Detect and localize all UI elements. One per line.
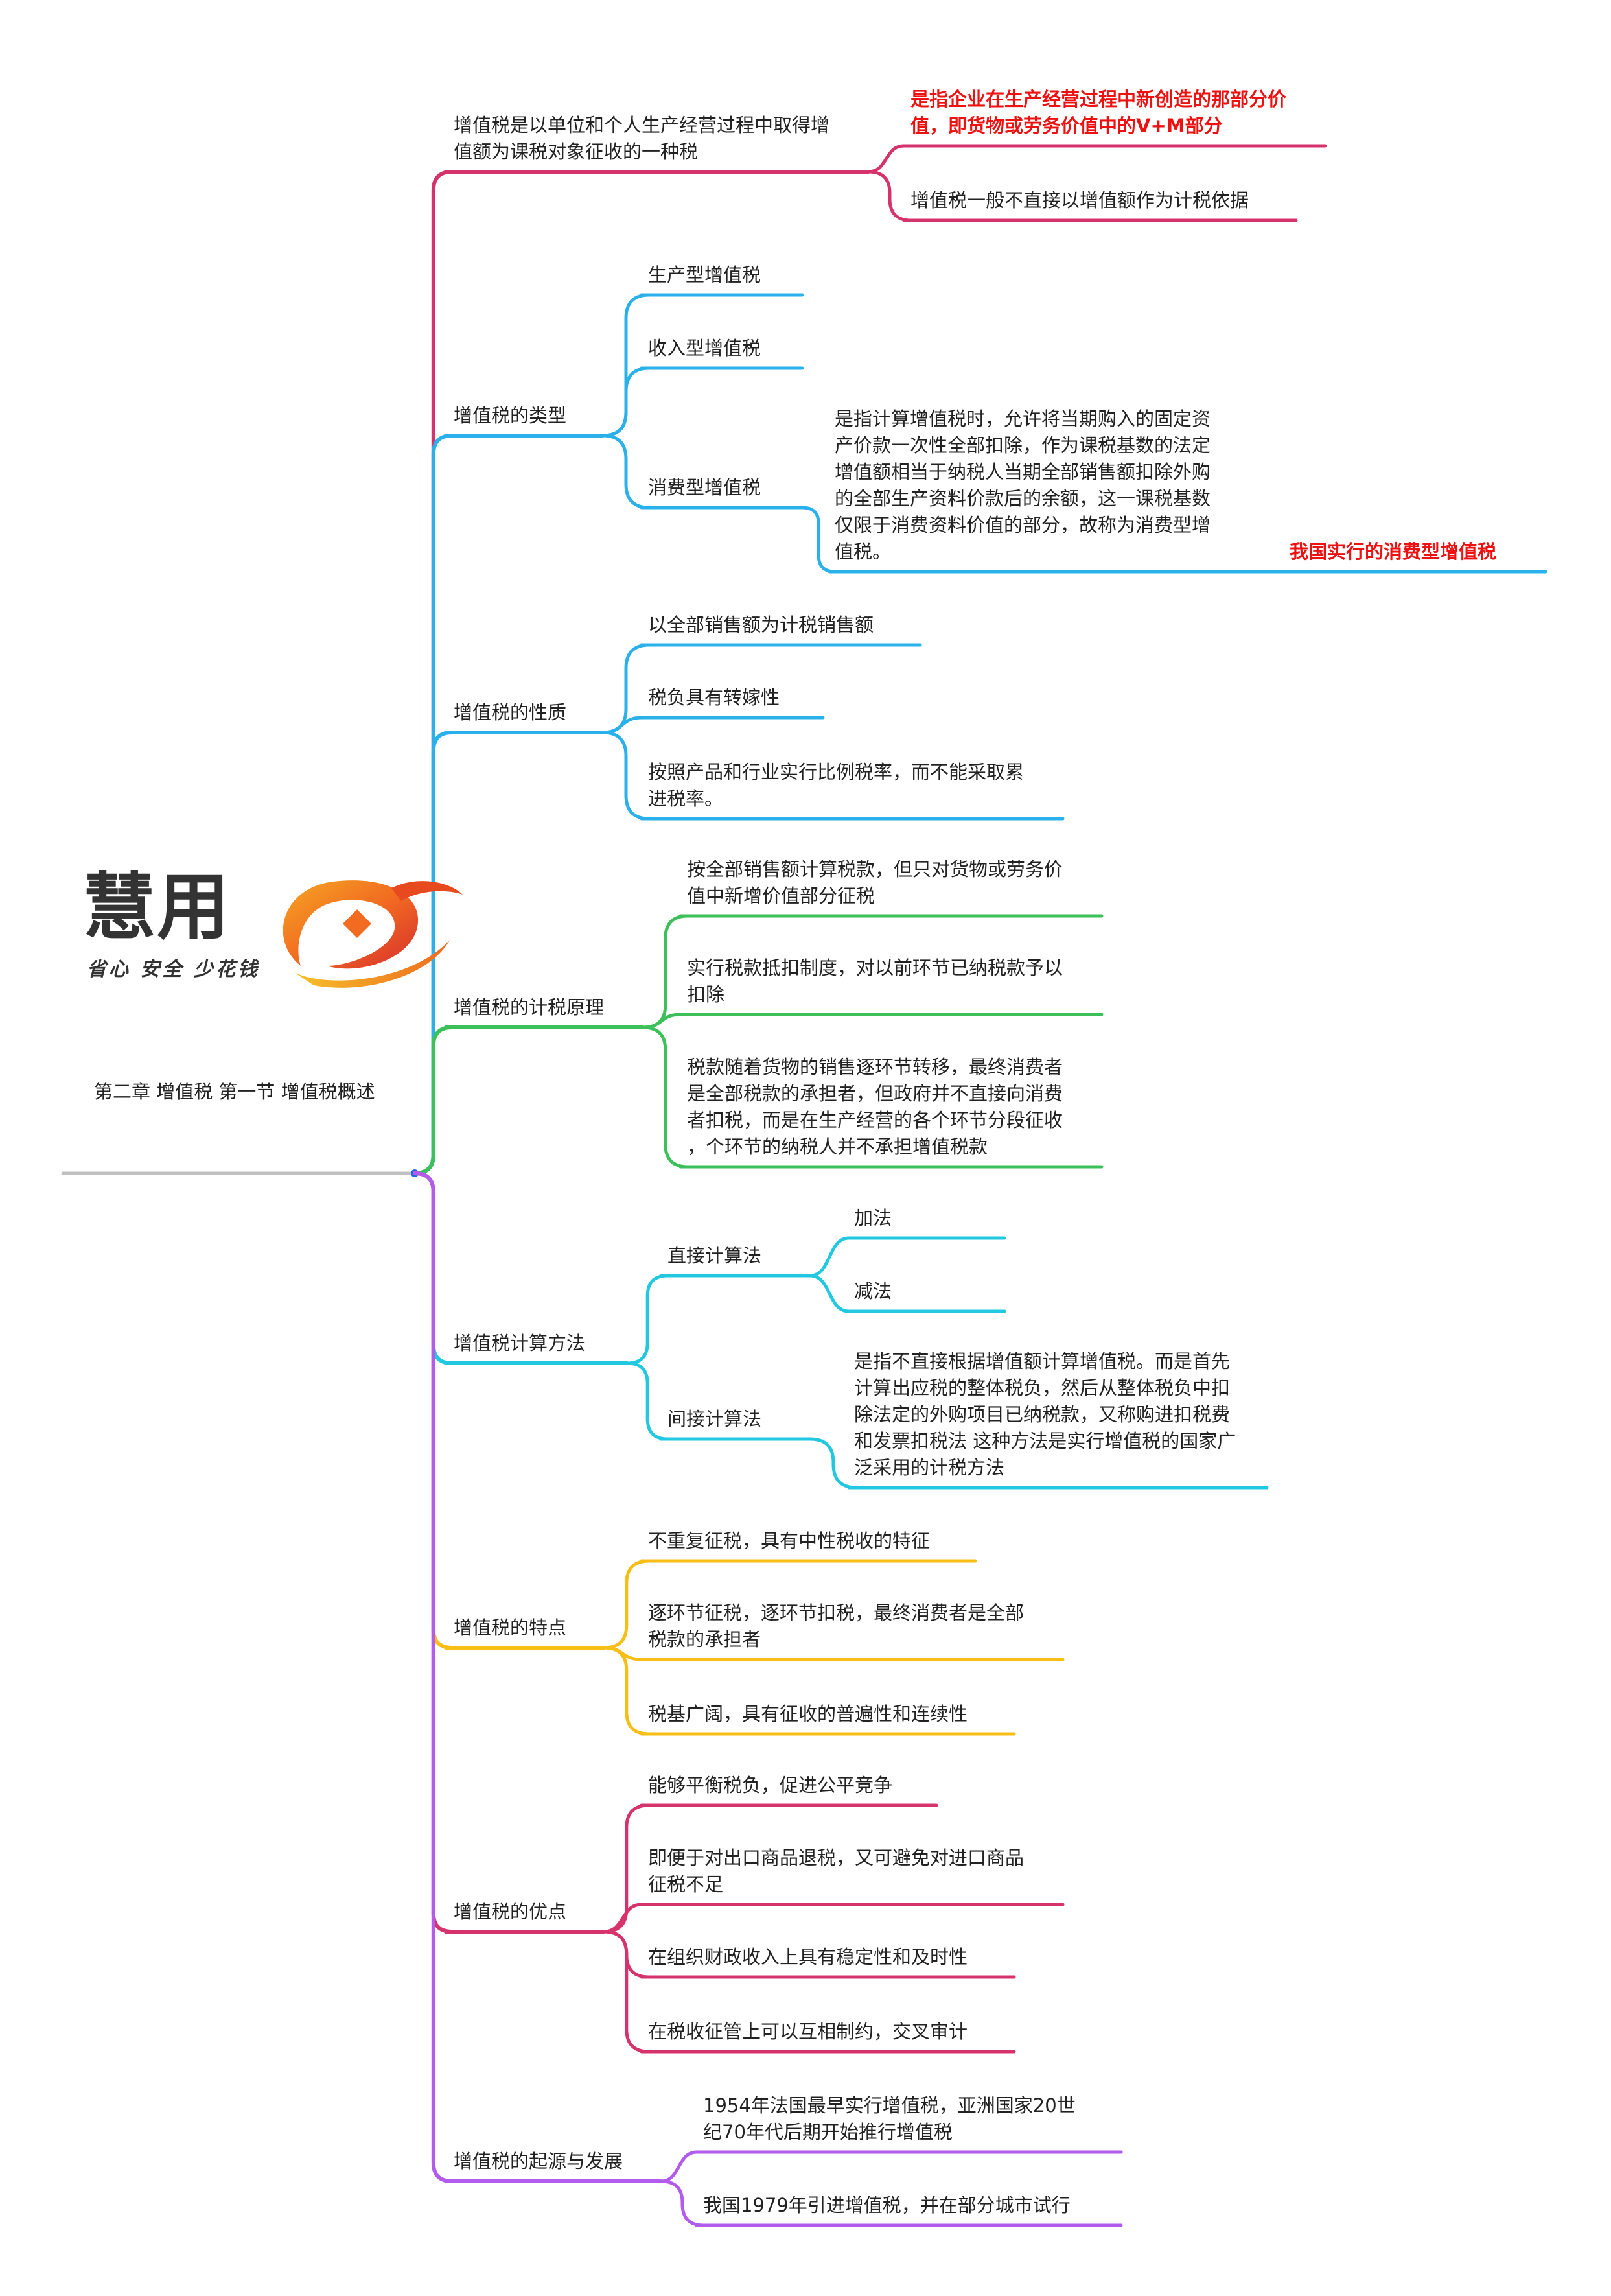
child-topic[interactable]: 生产型增值税: [648, 264, 761, 286]
child-topic[interactable]: 在组织财政收入上具有稳定性和及时性: [648, 1946, 968, 1968]
branch-topic[interactable]: 增值税的特点: [454, 1617, 567, 1639]
connector: [601, 731, 650, 821]
sub-topic[interactable]: 减法: [854, 1280, 892, 1302]
branch-topic[interactable]: 增值税的起源与发展: [454, 2150, 623, 2172]
connector: [602, 1930, 649, 2054]
connector: [866, 170, 912, 222]
child-topic[interactable]: 税款随着货物的销售逐环节转移，最终消费者: [687, 1056, 1063, 1078]
branch-topic[interactable]: 增值税是以单位和个人生产经营过程中取得增: [454, 114, 830, 136]
child-topic[interactable]: 值，即货物或劳务价值中的V+M部分: [910, 115, 1223, 137]
connector: [659, 2179, 704, 2227]
connector: [808, 1437, 857, 1490]
sub-topic[interactable]: 加法: [854, 1207, 892, 1229]
child-topic[interactable]: 收入型增值税: [648, 337, 761, 359]
connector: [625, 1274, 668, 1365]
child-topic[interactable]: 税负具有转嫁性: [648, 686, 780, 709]
child-topic[interactable]: 以全部销售额为计税销售额: [648, 614, 874, 636]
connector: [413, 1025, 452, 1175]
logo-name: 慧用: [83, 865, 231, 950]
child-topic[interactable]: 我国1979年引进增值税，并在部分城市试行: [703, 2194, 1071, 2216]
detail-topic[interactable]: 产价款一次性全部扣除，作为课税基数的法定: [835, 434, 1211, 456]
child-topic[interactable]: 纪70年代后期开始推行增值税: [703, 2121, 953, 2143]
branch-topic[interactable]: 增值税计算方法: [454, 1332, 586, 1354]
detail-topic[interactable]: 是指计算增值税时，允许将当期购入的固定资: [835, 408, 1211, 430]
highlight-note[interactable]: 我国实行的消费型增值税: [1290, 541, 1497, 563]
connector: [808, 1236, 851, 1278]
connector: [641, 914, 688, 1029]
sub-topic[interactable]: 除法定的外购项目已纳税款，又称购进扣税费: [854, 1403, 1231, 1425]
connector: [601, 643, 650, 734]
branch-topic[interactable]: 增值税的优点: [454, 1901, 567, 1923]
child-topic[interactable]: 增值税一般不直接以增值额作为计税依据: [910, 189, 1249, 211]
logo-swirl-icon: [283, 880, 463, 988]
connector: [413, 1171, 452, 2183]
connector: [602, 1903, 643, 1934]
child-topic[interactable]: 不重复征税，具有中性税收的特征: [648, 1530, 931, 1552]
child-topic[interactable]: 税款的承担者: [648, 1628, 761, 1650]
detail-topic[interactable]: 增值额相当于纳税人当期全部销售额扣除外购: [835, 461, 1211, 483]
connector: [625, 1361, 668, 1441]
sub-topic[interactable]: 计算出应税的整体税负，然后从整体税负中扣: [854, 1377, 1231, 1399]
detail-topic[interactable]: 的全部生产资料价款后的余额，这一课税基数: [835, 487, 1211, 510]
root-topic[interactable]: 第二章 增值税 第一节 增值税概述: [94, 1081, 375, 1103]
child-topic[interactable]: 1954年法国最早实行增值税，亚洲国家20世: [703, 2094, 1076, 2116]
child-topic[interactable]: 直接计算法: [667, 1245, 762, 1267]
child-topic[interactable]: 是指企业在生产经营过程中新创造的那部分价: [910, 88, 1287, 110]
branch-topic[interactable]: 值额为课税对象征收的一种税: [454, 141, 699, 163]
branch-topic[interactable]: 增值税的计税原理: [454, 996, 605, 1018]
branch-topic[interactable]: 增值税的类型: [454, 404, 567, 427]
branch-topic[interactable]: 增值税的性质: [454, 701, 567, 723]
child-topic[interactable]: 值中新增价值部分征税: [687, 885, 875, 907]
brand-logo: 慧用 省心 安全 少花钱: [83, 862, 463, 988]
connector: [808, 1274, 851, 1313]
connector: [641, 1025, 688, 1169]
connector: [866, 144, 906, 174]
connector: [659, 2150, 699, 2183]
child-topic[interactable]: 能够平衡税负，促进公平竞争: [648, 1774, 893, 1796]
connector: [601, 434, 650, 510]
child-topic[interactable]: 按全部销售额计算税款，但只对货物或劳务价: [687, 858, 1063, 880]
child-topic[interactable]: 即便于对出口商品退税，又可避免对进口商品: [648, 1847, 1025, 1869]
sub-topic[interactable]: 是指不直接根据增值额计算增值税。而是首先: [854, 1350, 1231, 1372]
child-topic[interactable]: 征税不足: [648, 1873, 724, 1895]
connector: [601, 716, 643, 734]
sub-topic[interactable]: 泛采用的计税方法: [854, 1457, 1005, 1479]
child-topic[interactable]: ，个环节的纳税人并不承担增值税款: [687, 1136, 988, 1158]
sub-topic[interactable]: 和发票扣税法 这种方法是实行增值税的国家广: [854, 1430, 1236, 1452]
child-topic[interactable]: 在税收征管上可以互相制约，交叉审计: [648, 2021, 968, 2043]
connector: [800, 506, 835, 574]
child-topic[interactable]: 者扣税，而是在生产经营的各个环节分段征收: [687, 1109, 1063, 1131]
child-topic[interactable]: 按照产品和行业实行比例税率，而不能采取累: [648, 761, 1025, 783]
child-topic[interactable]: 实行税款抵扣制度，对以前环节已纳税款予以: [687, 957, 1063, 979]
connector: [601, 366, 650, 438]
child-topic[interactable]: 扣除: [687, 983, 725, 1005]
detail-topic[interactable]: 值税。: [835, 541, 892, 563]
detail-topic[interactable]: 仅限于消费资料价值的部分，故称为消费型增: [835, 514, 1211, 536]
child-topic[interactable]: 税基广阔，具有征收的普遍性和连续性: [648, 1703, 968, 1725]
child-topic[interactable]: 间接计算法: [667, 1408, 762, 1430]
child-topic[interactable]: 消费型增值税: [648, 476, 761, 498]
child-topic[interactable]: 逐环节征税，逐环节扣税，最终消费者是全部: [648, 1602, 1025, 1624]
child-topic[interactable]: 进税率。: [648, 788, 724, 810]
child-topic[interactable]: 是全部税款的承担者，但政府并不直接向消费: [687, 1083, 1063, 1105]
connector: [602, 1559, 649, 1650]
logo-slogan: 省心 安全 少花钱: [87, 958, 260, 981]
